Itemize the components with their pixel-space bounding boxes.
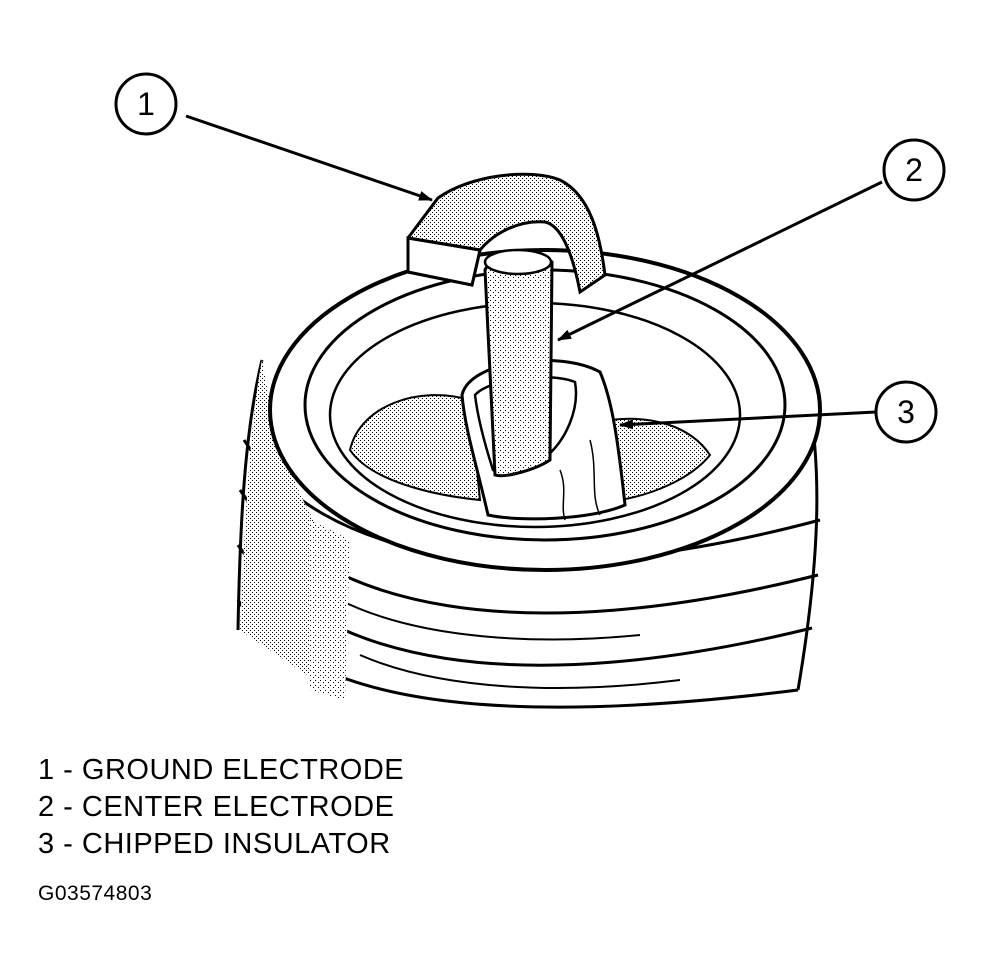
insulator-bore-right <box>608 417 712 502</box>
callout-1-number: 1 <box>137 86 155 122</box>
callout-2: 2 <box>882 138 946 202</box>
legend-item-3: 3 - CHIPPED INSULATOR <box>38 828 391 860</box>
shell-shading <box>240 360 350 700</box>
callout-leaders <box>185 114 883 430</box>
legend-item-2: 2 - CENTER ELECTRODE <box>38 791 395 823</box>
center-electrode-top <box>483 248 553 276</box>
legend: 1 - GROUND ELECTRODE 2 - CENTER ELECTROD… <box>38 752 404 863</box>
callout-3-number: 3 <box>897 394 915 430</box>
callout-3: 3 <box>874 380 938 444</box>
legend-item-1: 1 - GROUND ELECTRODE <box>38 754 405 786</box>
center-electrode <box>483 253 554 478</box>
ground-electrode <box>406 172 607 295</box>
callout-1: 1 <box>114 72 178 136</box>
spark-plug-illustration: 1 2 3 <box>114 72 946 709</box>
figure-id: G03574803 <box>38 882 153 905</box>
callout-2-number: 2 <box>905 152 923 188</box>
insulator-crack-lines <box>559 439 601 521</box>
